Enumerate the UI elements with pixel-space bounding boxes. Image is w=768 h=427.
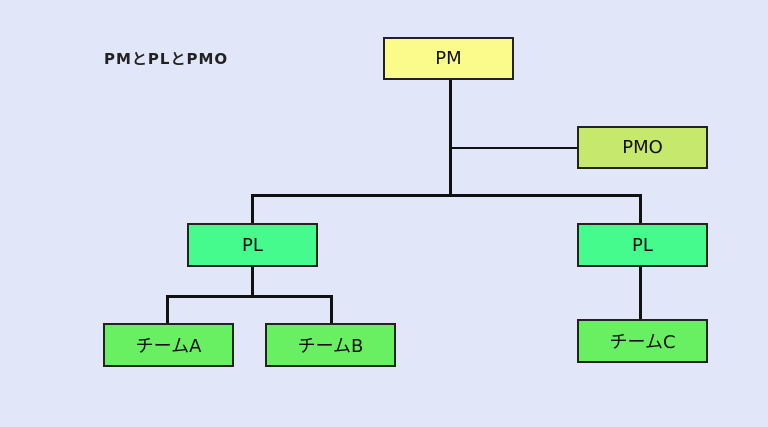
connector-pm-trunk [449,78,452,196]
node-team-c: チームC [577,319,708,363]
connector-pl-left-down [251,266,254,297]
node-team-a: チームA [103,323,234,367]
diagram-title: PMとPLとPMO [104,50,229,68]
connector-to-pl-right [639,194,642,224]
connector-pm-pmo [451,147,578,149]
node-team-c-label: チームC [609,332,676,353]
node-pmo: PMO [577,126,708,169]
node-pm-label: PM [435,48,462,69]
connector-team-bus [166,295,332,298]
node-pmo-label: PMO [622,137,663,158]
node-pm: PM [383,37,514,80]
connector-to-team-c [639,266,642,320]
node-pl-right: PL [577,223,708,267]
node-pl-left: PL [187,223,318,267]
node-team-a-label: チームA [135,336,202,357]
node-pl-left-label: PL [242,234,263,256]
node-pl-right-label: PL [632,234,653,256]
connector-to-team-a [166,295,169,324]
node-team-b-label: チームB [297,336,364,357]
connector-to-team-b [330,295,333,324]
node-team-b: チームB [265,323,396,367]
connector-to-pl-left [251,194,254,224]
connector-pl-bus [251,194,642,197]
